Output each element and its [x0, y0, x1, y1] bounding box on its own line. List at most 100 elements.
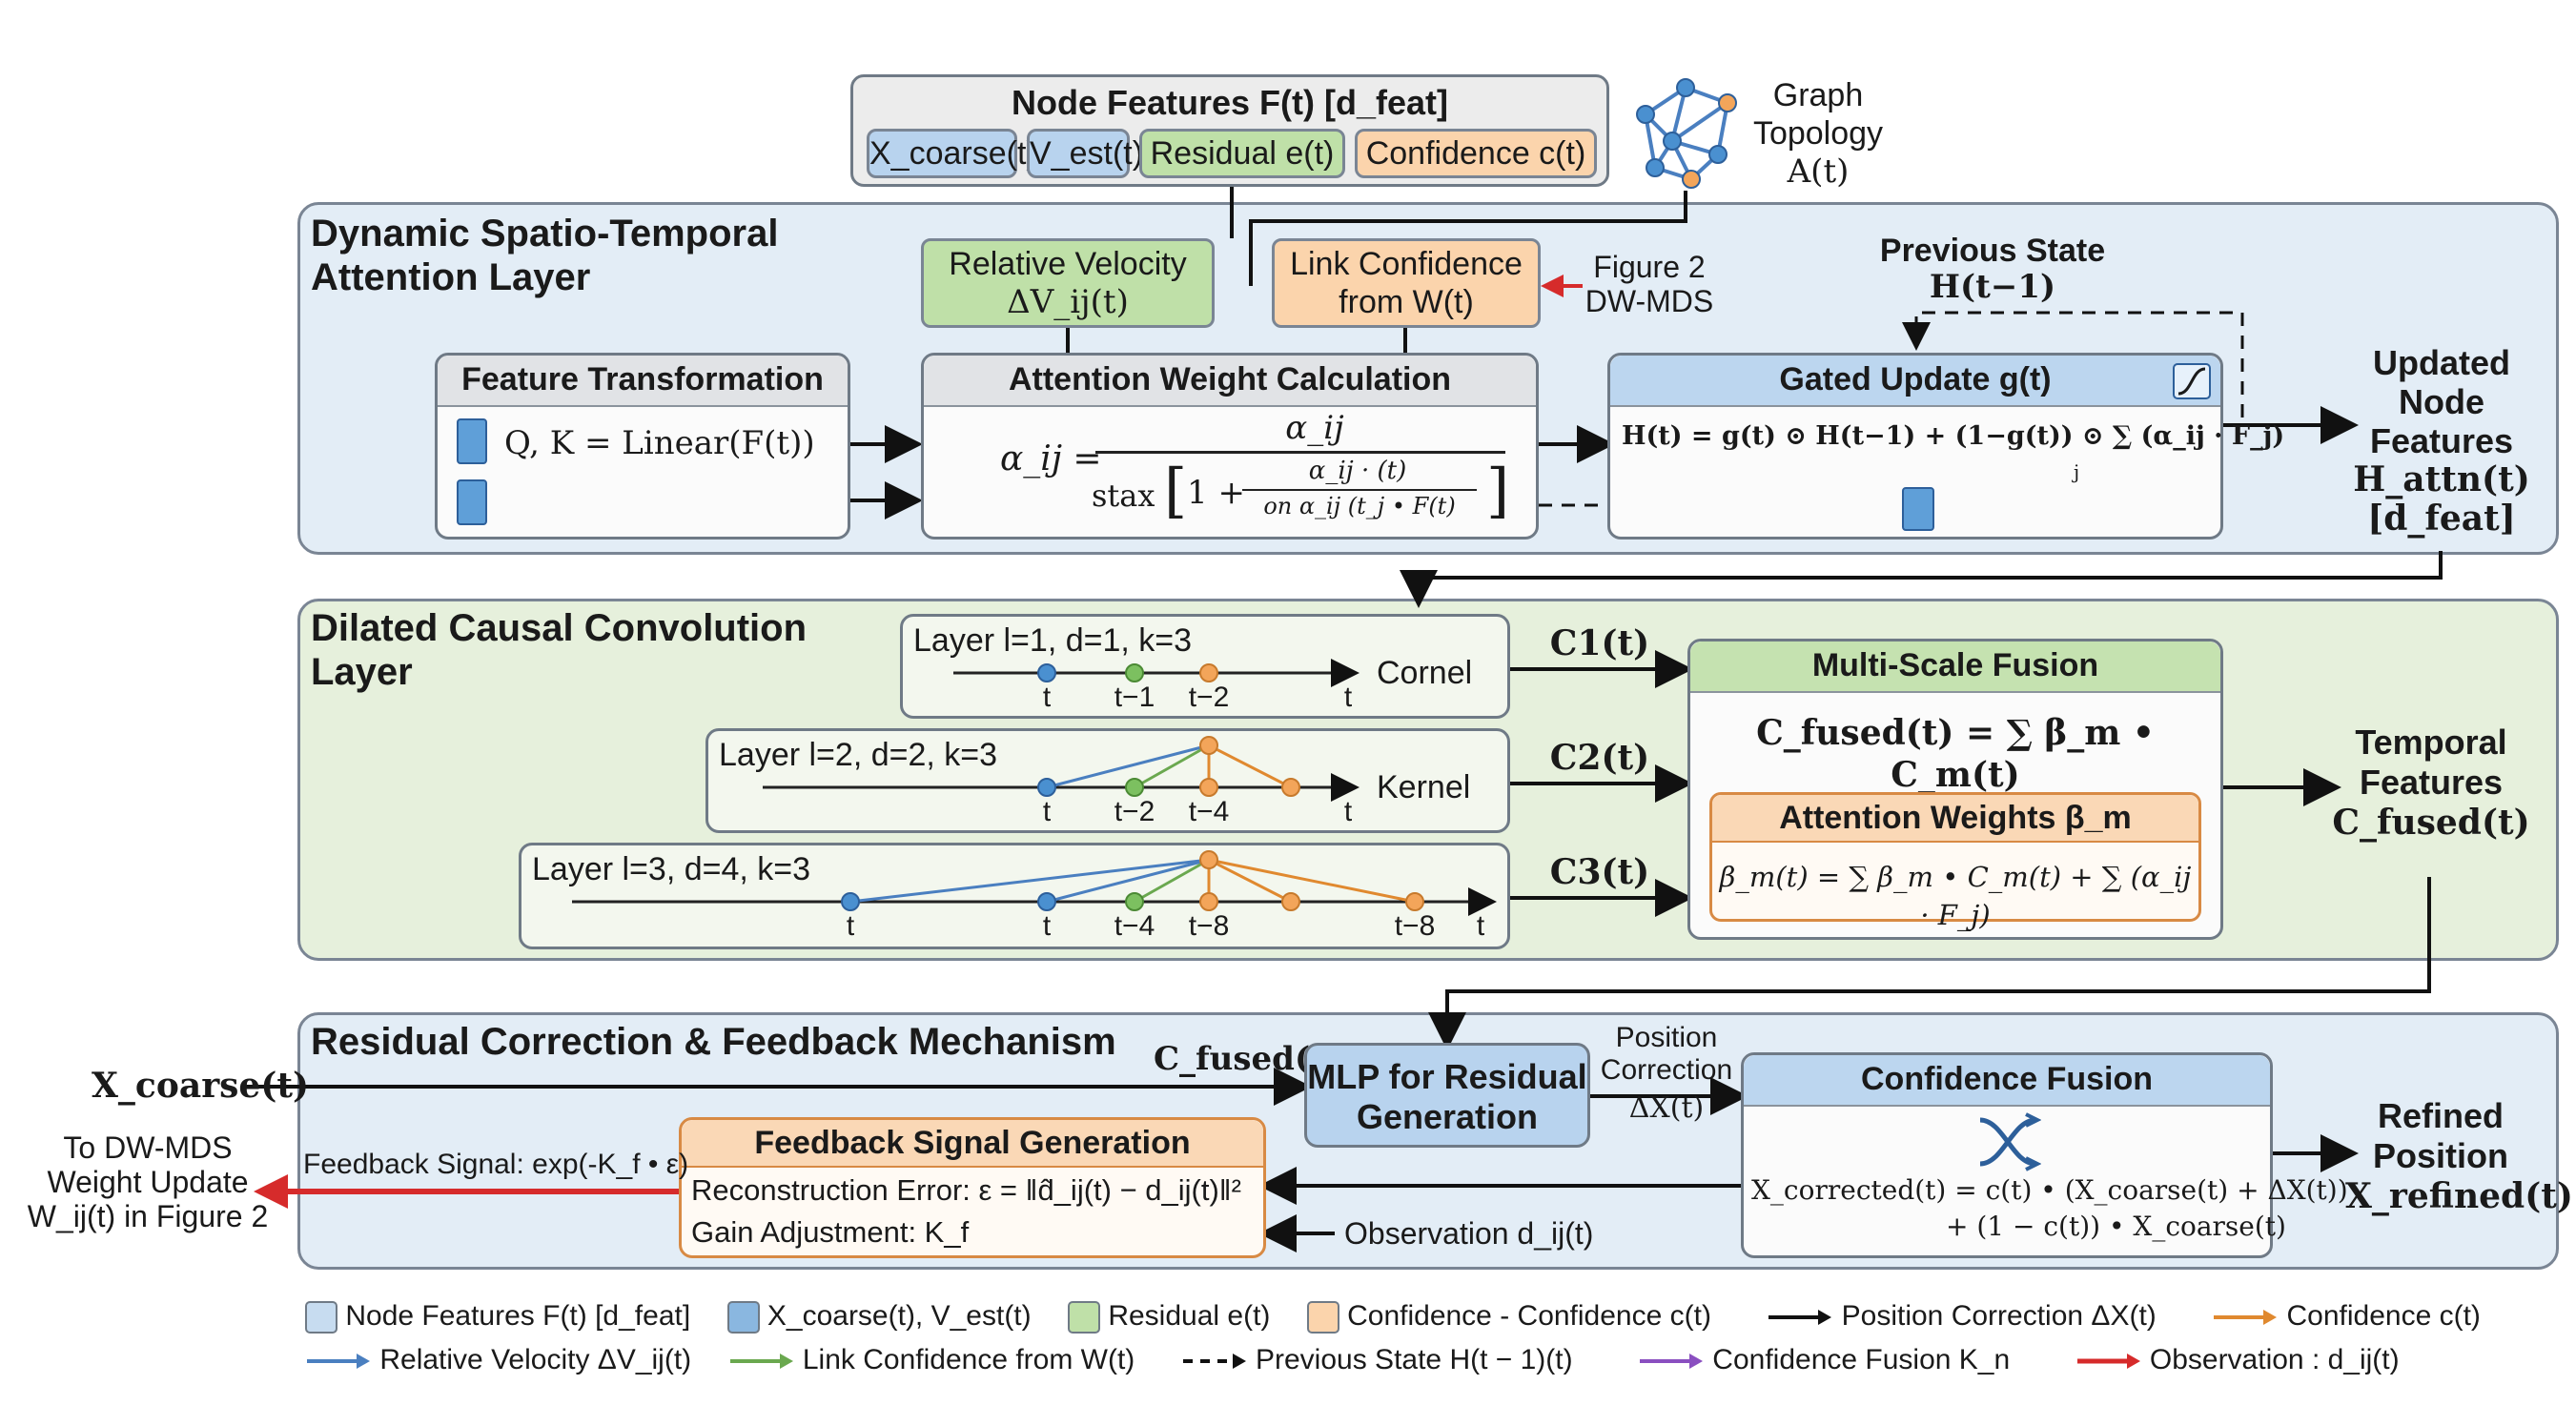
- conv-layer2-label: Layer l=2, d=2, k=3: [719, 737, 998, 773]
- l1-tick-3: t: [1343, 682, 1353, 713]
- line-conv-to-mlp: [1428, 877, 2431, 1050]
- l3-tick-3: t−8: [1188, 910, 1230, 942]
- temporal-features-label: Temporal Features C_fused(t): [2332, 723, 2530, 843]
- attention-weights-box: Attention Weights β_m β_m(t) = ∑ β_m • C…: [1709, 792, 2201, 931]
- mlp-label-2: Generation: [1356, 1097, 1539, 1136]
- l3-tick-1: t: [1042, 910, 1052, 942]
- confidence-fusion-title: Confidence Fusion: [1744, 1055, 2270, 1107]
- inner-denominator: on α_ij (t_j • F(t): [1263, 493, 1456, 519]
- feedback-box: Feedback Signal Generation Reconstructio…: [679, 1117, 1266, 1258]
- legend-arrow-orange: [2214, 1310, 2278, 1326]
- legend-arrow-blue: [307, 1354, 370, 1370]
- legend-item-observation: Observation : d_ij(t): [2149, 1344, 2400, 1375]
- legend-swatch-x-coarse: [726, 1301, 760, 1334]
- l3-tick-2: t−4: [1114, 910, 1155, 942]
- l1-tick-1: t−1: [1114, 682, 1155, 713]
- line-topology-to-link: [1249, 191, 1687, 286]
- l2-tick-3: t: [1343, 796, 1353, 827]
- fusion-formula: C_fused(t) = ∑ β_m • C_m(t): [1756, 713, 2155, 795]
- qk-formula: Q, K = Linear(F(t)): [504, 424, 815, 462]
- feedback-signal-label: Feedback Signal: exp(-K_f • ε): [303, 1149, 689, 1180]
- node-features-box: Node Features F(t) [d_feat] X_coarse(t) …: [850, 74, 1609, 187]
- legend-item-previous-state: Previous State H(t − 1)(t): [1256, 1344, 1573, 1375]
- multi-scale-fusion-box: Multi-Scale Fusion C_fused(t) = ∑ β_m • …: [1687, 639, 2223, 940]
- sigmoid-icon: [2173, 363, 2211, 399]
- graph-topology-icon: [1636, 78, 1737, 189]
- to-dwmds-label: To DW-MDS Weight Update W_ij(t) in Figur…: [27, 1130, 269, 1233]
- l1-node-t1: [1125, 663, 1144, 682]
- l2-tick-0: t: [1042, 796, 1052, 827]
- legend: Node Features F(t) [d_feat] X_coarse(t),…: [305, 1296, 2565, 1392]
- mlp-box: MLP for Residual Generation: [1304, 1043, 1590, 1148]
- confidence-fusion-formula-2: + (1 − c(t)) • X_coarse(t): [1946, 1211, 2286, 1242]
- inner-fraction-bar: [1242, 489, 1477, 491]
- gated-update-formula: H(t) = g(t) ⊙ H(t−1) + (1−g(t)) ⊙ ∑ (α_i…: [1622, 421, 2285, 451]
- legend-arrow-black: [1768, 1310, 1832, 1326]
- conv-layer2-box: [705, 728, 1510, 833]
- legend-arrow-green: [729, 1354, 793, 1370]
- hidden-state-token: [1902, 487, 1934, 531]
- l3-node-b: [1037, 892, 1056, 911]
- tag-confidence: Confidence c(t): [1355, 129, 1597, 178]
- l3-node-top: [1199, 850, 1218, 869]
- gated-update-box: Gated Update g(t) H(t) = g(t) ⊙ H(t−1) +…: [1607, 353, 2285, 540]
- alpha-numerator: α_ij: [1285, 409, 1344, 447]
- refined-position-label: Refined Position X_refined(t): [2345, 1096, 2573, 1216]
- gated-update-title: Gated Update g(t): [1610, 356, 2220, 407]
- legend-item-confidence-fusion: Confidence Fusion K_n: [1712, 1344, 2011, 1375]
- tag-residual: Residual e(t): [1139, 129, 1345, 178]
- l2-node-top: [1199, 736, 1218, 755]
- legend-item-position-correction: Position Correction ΔX(t): [1841, 1300, 2157, 1332]
- legend-item-node-features: Node Features F(t) [d_feat]: [345, 1300, 691, 1332]
- tag-x-coarse: X_coarse(t): [867, 129, 1037, 178]
- dashed-previous-state: [1902, 311, 2244, 417]
- gain-adjustment: Gain Adjustment: K_f: [691, 1215, 970, 1249]
- l1-tick-2: t−2: [1188, 682, 1230, 713]
- legend-item-residual: Residual e(t): [1108, 1300, 1271, 1332]
- legend-arrow-red: [2076, 1354, 2140, 1370]
- c3-label: C3(t): [1549, 852, 1650, 892]
- legend-row-1: Node Features F(t) [d_feat] X_coarse(t),…: [305, 1296, 2481, 1336]
- mlp-label-1: MLP for Residual: [1307, 1057, 1587, 1096]
- legend-swatch-confidence: [1306, 1301, 1339, 1334]
- l1-node-t: [1037, 663, 1056, 682]
- conv-layer3-label: Layer l=3, d=4, k=3: [532, 851, 811, 887]
- l3-node-a: [841, 892, 860, 911]
- l3-tick-5: t: [1476, 910, 1485, 942]
- l3-tick-0: t: [846, 910, 855, 942]
- graph-topology-label: Graph Topology A(t): [1752, 77, 1884, 191]
- l3-node-f: [1405, 892, 1424, 911]
- denominator-bracket-right: ]: [1486, 456, 1510, 525]
- c1-label: C1(t): [1549, 623, 1650, 663]
- l3-node-c: [1125, 892, 1144, 911]
- merge-icon: [1979, 1112, 2041, 1171]
- attention-weight-title: Attention Weight Calculation: [924, 356, 1536, 407]
- updated-node-features-label: Updated Node Features H_attn(t) [d_feat]: [2353, 343, 2530, 539]
- attention-weights-title: Attention Weights β_m: [1712, 795, 2198, 843]
- residual-layer-title: Residual Correction & Feedback Mechanism: [311, 1021, 1116, 1063]
- legend-item-relative-velocity: Relative Velocity ΔV_ij(t): [379, 1344, 692, 1375]
- feature-transformation-title: Feature Transformation: [438, 356, 848, 407]
- tag-v-est: V_est(t): [1027, 129, 1143, 178]
- link-confidence-box: Link Confidence from W(t): [1272, 238, 1541, 328]
- legend-item-x-coarse: X_coarse(t), V_est(t): [767, 1300, 1032, 1332]
- legend-swatch-residual: [1067, 1301, 1100, 1334]
- previous-state-label: Previous State H(t−1): [1879, 233, 2106, 306]
- denominator-prefix: stax: [1092, 478, 1155, 514]
- conv-layer1-label: Layer l=1, d=1, k=3: [913, 622, 1193, 659]
- l3-node-e: [1281, 892, 1300, 911]
- legend-arrow-dashed: [1182, 1354, 1246, 1370]
- l2-node-t: [1037, 778, 1056, 797]
- confidence-fusion-formula-1: X_corrected(t) = c(t) • (X_coarse(t) + Δ…: [1751, 1174, 2348, 1206]
- feedback-title: Feedback Signal Generation: [682, 1120, 1263, 1168]
- l2-node-t2: [1125, 778, 1144, 797]
- c2-label: C2(t): [1549, 738, 1650, 778]
- legend-row-2: Relative Velocity ΔV_ij(t) Link Confiden…: [305, 1340, 2400, 1380]
- l2-node-right: [1281, 778, 1300, 797]
- attention-weights-formula: β_m(t) = ∑ β_m • C_m(t) + ∑ (α_ij · F_j): [1719, 861, 2192, 931]
- convolution-layer-title: Dilated Causal Convolution Layer: [311, 607, 808, 693]
- conv-layer1-kernel: Cornel: [1377, 655, 1473, 691]
- l1-tick-0: t: [1042, 682, 1052, 713]
